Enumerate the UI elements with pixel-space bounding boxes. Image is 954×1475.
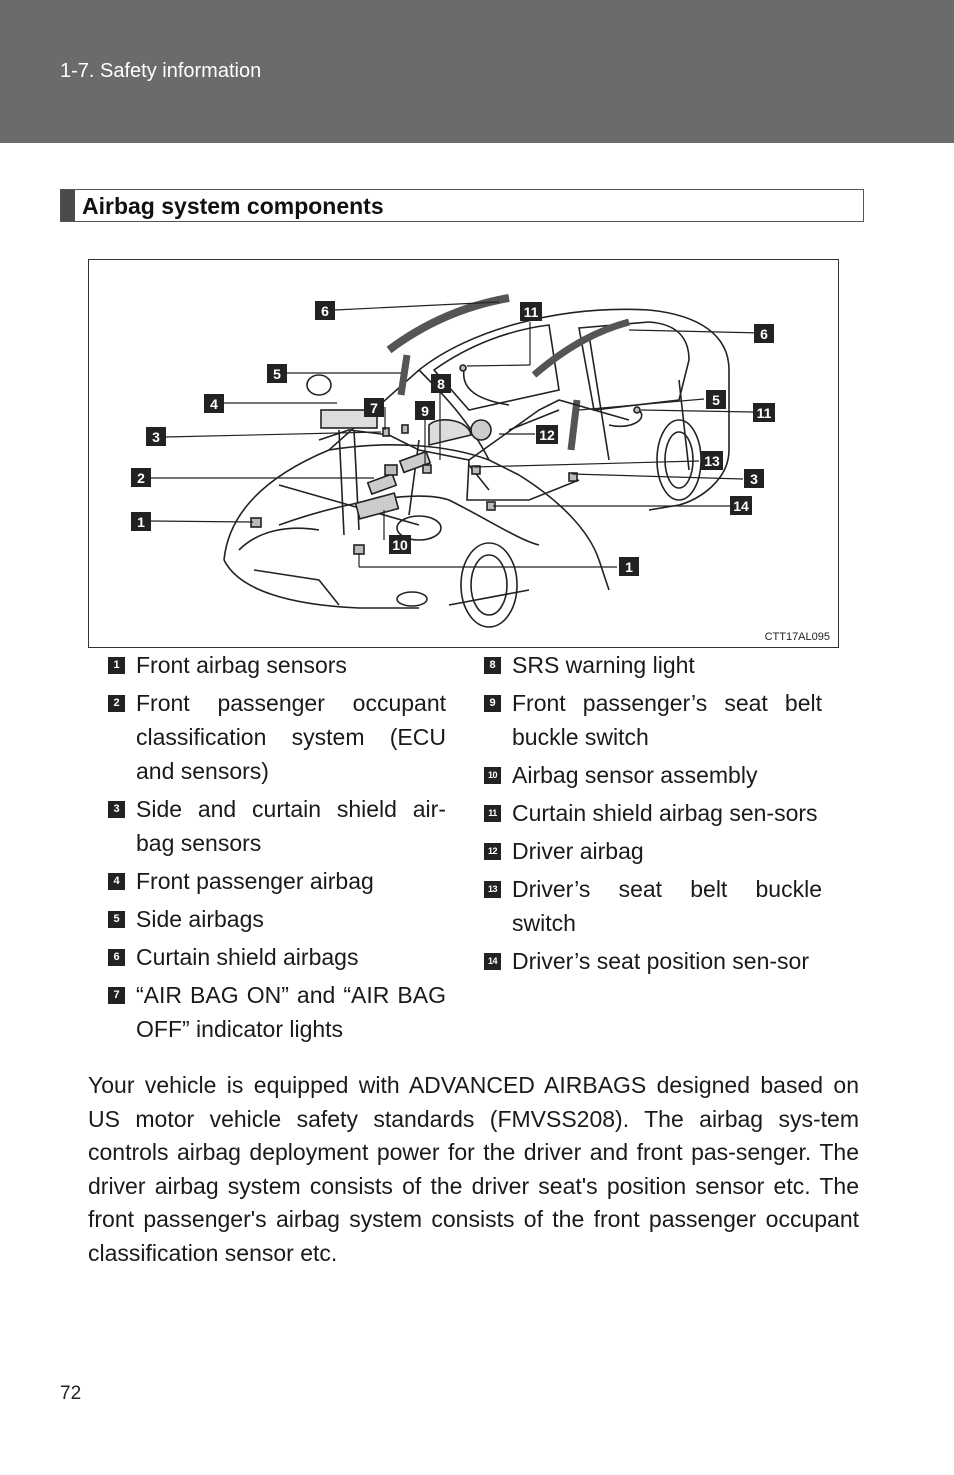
section-breadcrumb: 1-7. Safety information bbox=[60, 60, 262, 82]
legend-item: 14 Driver’s seat position sen-sor bbox=[484, 944, 822, 978]
callout-11b: 11 bbox=[753, 403, 775, 422]
legend-text: Driver’s seat position sen-sor bbox=[512, 948, 809, 974]
callout-9: 9 bbox=[415, 401, 435, 420]
callout-13: 13 bbox=[701, 451, 723, 470]
svg-text:5: 5 bbox=[273, 366, 281, 382]
svg-text:12: 12 bbox=[539, 427, 555, 443]
legend-number: 8 bbox=[484, 657, 501, 674]
legend-number: 9 bbox=[484, 695, 501, 712]
legend-right-column: 8 SRS warning light 9 Front passenger’s se… bbox=[484, 648, 822, 982]
legend-number: 6 bbox=[108, 949, 125, 966]
legend-text: Curtain shield airbag sen-sors bbox=[512, 800, 818, 826]
airbag-diagram: 6 11 6 5 8 4 7 9 5 11 3 12 2 13 3 14 1 1… bbox=[88, 259, 839, 648]
body-paragraph: Your vehicle is equipped with ADVANCED A… bbox=[88, 1072, 859, 1266]
section-heading: Airbag system components bbox=[60, 189, 864, 222]
callout-14: 14 bbox=[730, 496, 752, 515]
figure-code: CTT17AL095 bbox=[764, 631, 830, 643]
callout-10: 10 bbox=[389, 535, 411, 554]
callout-4: 4 bbox=[204, 394, 224, 413]
legend-text: Side and curtain shield air-bag sensors bbox=[136, 796, 446, 856]
legend-item: 12 Driver airbag bbox=[484, 834, 822, 868]
legend-text: Front passenger airbag bbox=[136, 868, 374, 894]
svg-text:1: 1 bbox=[625, 559, 633, 575]
page-number: 72 bbox=[60, 1383, 82, 1404]
legend-left-column: 1 Front airbag sensors 2 Front passenger o… bbox=[108, 648, 446, 1050]
legend-item: 2 Front passenger occupant classification… bbox=[108, 686, 446, 788]
svg-text:5: 5 bbox=[712, 392, 720, 408]
legend-item: 1 Front airbag sensors bbox=[108, 648, 446, 682]
legend-item: 11 Curtain shield airbag sen-sors bbox=[484, 796, 822, 830]
legend-text: “AIR BAG ON” and “AIR BAG OFF” indicator… bbox=[136, 982, 446, 1042]
callout-12: 12 bbox=[536, 425, 558, 444]
legend-number: 2 bbox=[108, 695, 125, 712]
legend-text: Curtain shield airbags bbox=[136, 944, 359, 970]
legend-number: 7 bbox=[108, 987, 125, 1004]
svg-text:3: 3 bbox=[750, 471, 758, 487]
svg-text:6: 6 bbox=[760, 326, 768, 342]
callout-2: 2 bbox=[131, 468, 151, 487]
legend-number: 5 bbox=[108, 911, 125, 928]
legend-item: 4 Front passenger airbag bbox=[108, 864, 446, 898]
legend-text: Front airbag sensors bbox=[136, 652, 347, 678]
legend-item: 9 Front passenger’s seat belt buckle swit… bbox=[484, 686, 822, 754]
legend-text: Front passenger occupant classification … bbox=[136, 690, 446, 784]
callout-6a: 6 bbox=[315, 301, 335, 320]
svg-text:10: 10 bbox=[392, 537, 408, 553]
legend-text: Airbag sensor assembly bbox=[512, 762, 758, 788]
legend-number: 11 bbox=[484, 805, 501, 822]
legend-text: Driver airbag bbox=[512, 838, 644, 864]
svg-text:8: 8 bbox=[437, 376, 445, 392]
legend-number: 3 bbox=[108, 801, 125, 818]
callout-3a: 3 bbox=[146, 427, 166, 446]
svg-text:6: 6 bbox=[321, 303, 329, 319]
svg-text:7: 7 bbox=[370, 400, 378, 416]
car-illustration: 6 11 6 5 8 4 7 9 5 11 3 12 2 13 3 14 1 1… bbox=[131, 294, 775, 628]
legend-number: 1 bbox=[108, 657, 125, 674]
legend-item: 5 Side airbags bbox=[108, 902, 446, 936]
callout-11a: 11 bbox=[520, 302, 542, 321]
svg-text:4: 4 bbox=[210, 396, 218, 412]
callout-7: 7 bbox=[364, 398, 384, 417]
legend-text: Driver’s seat belt buckle switch bbox=[512, 876, 822, 936]
legend-item: 7 “AIR BAG ON” and “AIR BAG OFF” indicato… bbox=[108, 978, 446, 1046]
svg-text:14: 14 bbox=[733, 498, 749, 514]
section-title: Airbag system components bbox=[82, 193, 384, 219]
callout-1b: 1 bbox=[619, 557, 639, 576]
svg-text:11: 11 bbox=[757, 405, 772, 421]
callout-6b: 6 bbox=[754, 324, 774, 343]
legend-number: 14 bbox=[484, 953, 501, 970]
legend-number: 10 bbox=[484, 767, 501, 784]
legend-number: 13 bbox=[484, 881, 501, 898]
legend-item: 6 Curtain shield airbags bbox=[108, 940, 446, 974]
svg-text:11: 11 bbox=[524, 304, 539, 320]
callout-8: 8 bbox=[431, 374, 451, 393]
svg-text:2: 2 bbox=[137, 470, 145, 486]
svg-text:9: 9 bbox=[421, 403, 429, 419]
callout-5b: 5 bbox=[706, 390, 726, 409]
legend-number: 4 bbox=[108, 873, 125, 890]
heading-accent-bar bbox=[61, 190, 75, 221]
page-header: 1-7. Safety information bbox=[0, 0, 954, 143]
svg-text:1: 1 bbox=[137, 514, 145, 530]
legend-number: 12 bbox=[484, 843, 501, 860]
svg-text:13: 13 bbox=[704, 453, 720, 469]
legend-text: Front passenger’s seat belt buckle switc… bbox=[512, 690, 822, 750]
legend-item: 8 SRS warning light bbox=[484, 648, 822, 682]
svg-text:3: 3 bbox=[152, 429, 160, 445]
legend-item: 13 Driver’s seat belt buckle switch bbox=[484, 872, 822, 940]
callout-5a: 5 bbox=[267, 364, 287, 383]
callout-1a: 1 bbox=[131, 512, 151, 531]
legend-text: Side airbags bbox=[136, 906, 264, 932]
legend-item: 3 Side and curtain shield air-bag sensors bbox=[108, 792, 446, 860]
legend-text: SRS warning light bbox=[512, 652, 695, 678]
callout-3b: 3 bbox=[744, 469, 764, 488]
legend-item: 10 Airbag sensor assembly bbox=[484, 758, 822, 792]
